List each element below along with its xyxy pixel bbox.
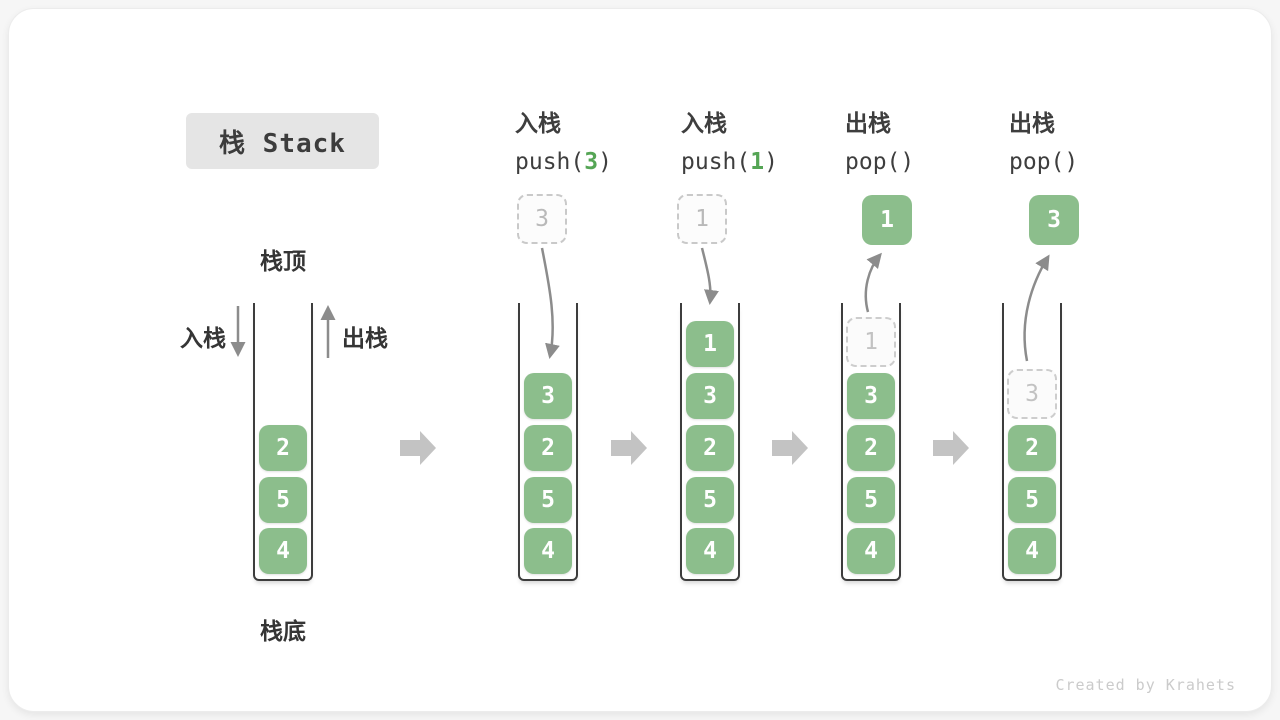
stack-top-label: 栈顶 [260,248,306,274]
popped-value-box: 3 [1029,195,1079,245]
step-code-label: push(3) [515,149,612,175]
stack-cell: 5 [847,477,895,523]
code-argument: 3 [584,149,599,175]
stack-cell: 1 [686,321,734,367]
step-header-push-3: 入栈 push(3) [515,104,675,175]
step-header-pop-1: 出栈 pop() [845,104,1005,175]
code-argument: 1 [750,149,765,175]
stack-cell: 2 [259,425,307,471]
stack-cell: 2 [524,425,572,471]
push-motion-arrow-icon [700,247,719,305]
stack-cell: 4 [1008,528,1056,574]
stack-cell: 4 [259,528,307,574]
stack-after-pop-1: 1 3 2 5 4 [841,303,901,581]
stack-cell: 5 [524,477,572,523]
step-header-pop-3: 出栈 pop() [1009,104,1169,175]
stack-cell: 2 [1008,425,1056,471]
step-code-label: pop() [845,149,915,175]
stack-cell: 3 [686,373,734,419]
stack-cell: 4 [686,528,734,574]
step-action-label: 出栈 [1009,110,1055,136]
pop-side-label: 出栈 [342,325,388,351]
step-action-label: 入栈 [681,110,727,136]
stack-cell: 2 [686,425,734,471]
stack-cell: 5 [686,477,734,523]
popped-value-box: 1 [862,195,912,245]
stack-cell: 5 [1008,477,1056,523]
step-code-label: pop() [1009,149,1079,175]
stack-cell: 5 [259,477,307,523]
pushed-value-box: 1 [677,194,727,244]
step-header-push-1: 入栈 push(1) [681,104,841,175]
step-action-label: 入栈 [515,110,561,136]
flow-arrow-icon [400,431,436,465]
ghost-cell: 1 [846,317,896,367]
pushed-value-box: 3 [517,194,567,244]
push-side-label: 入栈 [180,325,226,351]
stack-cell: 4 [524,528,572,574]
flow-arrow-icon [933,431,969,465]
step-code-label: push(1) [681,149,778,175]
flow-arrow-icon [772,431,808,465]
stack-after-pop-3: 3 2 5 4 [1002,303,1062,581]
stack-cell: 3 [524,373,572,419]
ghost-cell: 3 [1007,369,1057,419]
stack-cell: 2 [847,425,895,471]
stack-after-push-1: 1 3 2 5 4 [680,303,740,581]
stack-initial: 2 5 4 [253,303,313,581]
stack-cell: 3 [847,373,895,419]
watermark: Created by Krahets [1055,676,1236,694]
step-action-label: 出栈 [845,110,891,136]
title-badge: 栈 Stack [186,113,379,169]
stack-bottom-label: 栈底 [260,618,306,644]
stack-cell: 4 [847,528,895,574]
stack-after-push-3: 3 2 5 4 [518,303,578,581]
flow-arrow-icon [611,431,647,465]
